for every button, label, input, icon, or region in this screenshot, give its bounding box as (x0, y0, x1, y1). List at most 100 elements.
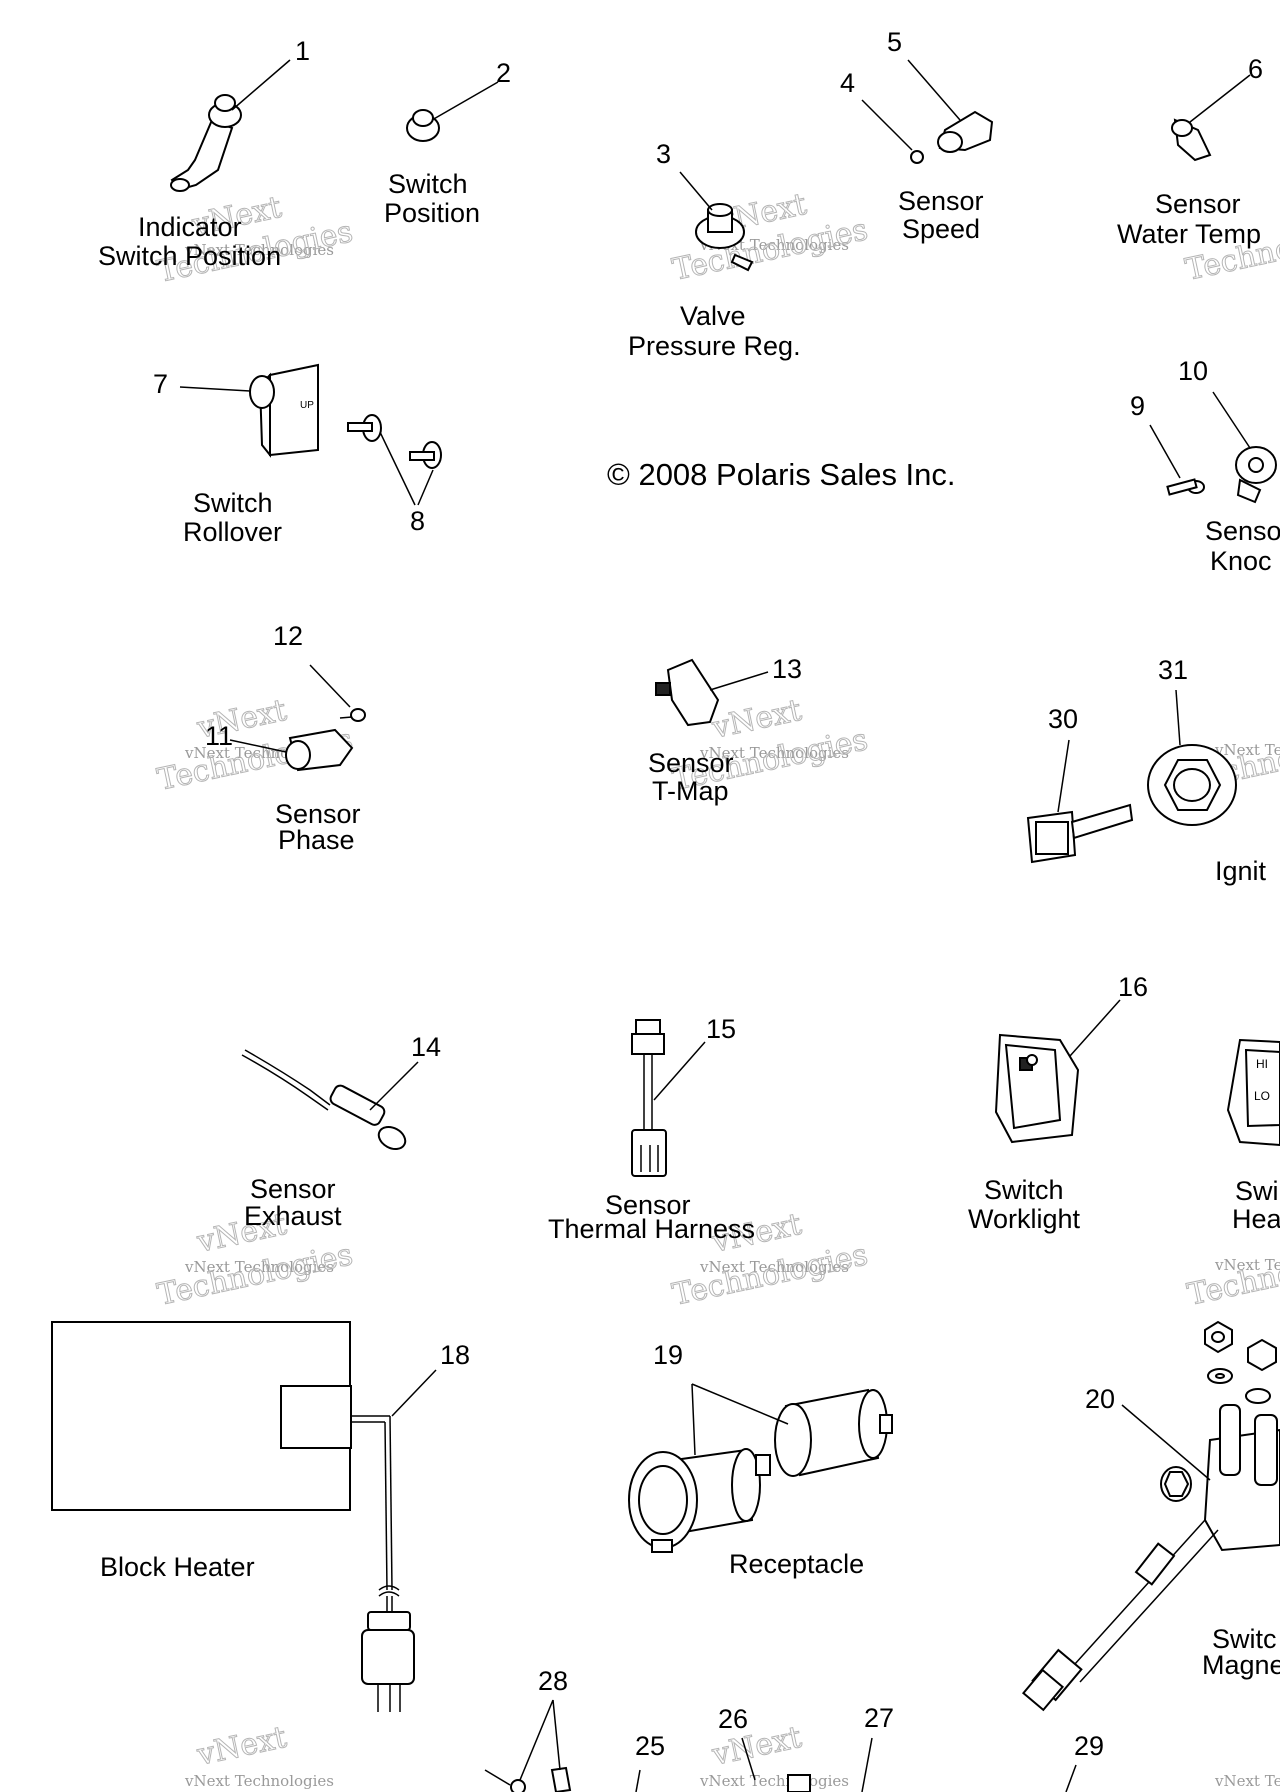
svg-text:Sensor: Sensor (648, 748, 734, 778)
svg-text:5: 5 (887, 27, 902, 57)
part-sensor-phase: 11 12 Sensor Phase (205, 621, 366, 855)
part-sensor-water-temp: 6 Sensor Water Temp (1117, 54, 1263, 249)
svg-text:18: 18 (440, 1340, 470, 1370)
svg-text:19: 19 (653, 1340, 683, 1370)
svg-text:Senso: Senso (1205, 516, 1280, 546)
part-28: 28 (484, 1666, 572, 1792)
part-receptacle: 19 Receptacle (628, 1340, 893, 1579)
svg-text:vNext Technologies: vNext Technologies (184, 241, 334, 259)
part-sensor-thermal-harness: 15 Sensor Thermal Harness (548, 1014, 755, 1244)
svg-text:Rollover: Rollover (183, 517, 282, 547)
svg-text:T-Map: T-Map (652, 776, 729, 806)
svg-text:vNext Technologies: vNext Technologies (1214, 741, 1280, 759)
svg-text:Worklight: Worklight (968, 1204, 1081, 1234)
part-switch-worklight: 16 Switch Worklight (968, 972, 1148, 1234)
part-29: 29 (1065, 1731, 1104, 1792)
svg-text:12: 12 (273, 621, 303, 651)
svg-text:vNext Technologies: vNext Technologies (699, 744, 849, 762)
part-switch-headlight: HI LO Swi Hea (1226, 1038, 1280, 1234)
part-sensor-tmap: 13 Sensor T-Map (648, 654, 802, 806)
svg-text:Switch Position: Switch Position (98, 241, 281, 271)
svg-text:1: 1 (295, 36, 310, 66)
svg-text:2: 2 (496, 58, 511, 88)
part-sensor-speed: 4 5 Sensor Speed (840, 27, 994, 244)
svg-text:Knoc: Knoc (1210, 546, 1272, 576)
svg-text:vNext Technologies: vNext Technologies (184, 1258, 334, 1276)
svg-text:15: 15 (706, 1014, 736, 1044)
svg-text:7: 7 (153, 369, 168, 399)
svg-text:10: 10 (1178, 356, 1208, 386)
svg-text:vNext Technologies: vNext Technologies (699, 1772, 849, 1790)
part-26: 26 (718, 1704, 811, 1792)
part-block-heater: 18 Block Heater (51, 1321, 470, 1712)
part-sensor-knock: 9 10 Senso Knoc (1130, 356, 1280, 576)
svg-text:Switc: Switc (1212, 1624, 1277, 1654)
svg-text:13: 13 (772, 654, 802, 684)
part-indicator-switch-position: 1 Indicator Switch Position (98, 36, 310, 271)
svg-text:11: 11 (205, 721, 233, 751)
svg-text:25: 25 (635, 1731, 665, 1761)
part-ignition: 30 31 Ignit (1026, 655, 1267, 886)
svg-text:Water Temp: Water Temp (1117, 219, 1261, 249)
svg-text:31: 31 (1158, 655, 1188, 685)
svg-text:Technologies: Technologies (669, 1237, 870, 1313)
svg-text:Thermal Harness: Thermal Harness (548, 1214, 755, 1244)
svg-text:Exhaust: Exhaust (244, 1201, 342, 1231)
svg-text:Sensor: Sensor (250, 1174, 336, 1204)
svg-text:Switch: Switch (193, 488, 273, 518)
svg-text:Swi: Swi (1235, 1176, 1279, 1206)
svg-text:27: 27 (864, 1703, 894, 1733)
svg-text:Magne: Magne (1202, 1650, 1280, 1680)
svg-text:6: 6 (1248, 54, 1263, 84)
svg-text:Sensor: Sensor (275, 799, 361, 829)
hi-marking: HI (1256, 1057, 1268, 1071)
up-marking: UP (300, 400, 314, 411)
svg-text:14: 14 (411, 1032, 441, 1062)
lo-marking: LO (1254, 1089, 1270, 1103)
svg-text:Sensor: Sensor (1155, 189, 1241, 219)
svg-text:Technologies: Technologies (1184, 1237, 1280, 1313)
svg-text:Speed: Speed (902, 214, 980, 244)
svg-text:3: 3 (656, 139, 671, 169)
part-25: 25 (635, 1731, 665, 1792)
watermark-10: vNext Technologies vNext (184, 1719, 334, 1790)
svg-text:16: 16 (1118, 972, 1148, 1002)
svg-text:Switch: Switch (388, 169, 468, 199)
copyright-notice: © 2008 Polaris Sales Inc. (607, 457, 956, 492)
svg-text:Technologies: Technologies (154, 1237, 355, 1313)
svg-text:20: 20 (1085, 1384, 1115, 1414)
part-switch-position: 2 Switch Position (384, 58, 511, 228)
svg-text:Hea: Hea (1232, 1204, 1280, 1234)
svg-text:Position: Position (384, 198, 480, 228)
part-valve-pressure-reg: 3 Valve Pressure Reg. (628, 139, 801, 361)
svg-text:4: 4 (840, 68, 855, 98)
watermark-9: vNext Technologies Technologies (1184, 1237, 1280, 1314)
watermark-12: vNext Technologies (1214, 1772, 1280, 1790)
svg-text:vNext Technologies: vNext Technologies (184, 1772, 334, 1790)
svg-text:28: 28 (538, 1666, 568, 1696)
svg-text:vNext: vNext (193, 1720, 289, 1773)
svg-text:vNext Technologies: vNext Technologies (1214, 1772, 1280, 1790)
svg-text:Receptacle: Receptacle (729, 1549, 864, 1579)
svg-text:9: 9 (1130, 391, 1145, 421)
svg-text:Indicator: Indicator (138, 212, 242, 242)
part-sensor-exhaust: 14 Sensor Exhaust (241, 1032, 441, 1231)
svg-text:29: 29 (1074, 1731, 1104, 1761)
svg-text:Sensor: Sensor (898, 186, 984, 216)
svg-text:Pressure Reg.: Pressure Reg. (628, 331, 801, 361)
part-switch-rollover: UP 7 8 Switch Rollover (153, 363, 442, 547)
svg-text:8: 8 (410, 506, 425, 536)
svg-text:26: 26 (718, 1704, 748, 1734)
svg-text:vNext Technologies: vNext Technologies (1214, 1256, 1280, 1274)
svg-text:vNext Technologies: vNext Technologies (699, 1258, 849, 1276)
part-switch-magneto: 20 Switc Magne (1021, 1320, 1280, 1712)
svg-text:Phase: Phase (278, 825, 355, 855)
svg-text:Ignit: Ignit (1215, 856, 1267, 886)
svg-text:Switch: Switch (984, 1175, 1064, 1205)
svg-text:30: 30 (1048, 704, 1078, 734)
part-27: 27 (861, 1703, 894, 1792)
svg-text:Block Heater: Block Heater (100, 1552, 255, 1582)
svg-text:Sensor: Sensor (605, 1190, 691, 1220)
svg-text:Valve: Valve (680, 301, 746, 331)
